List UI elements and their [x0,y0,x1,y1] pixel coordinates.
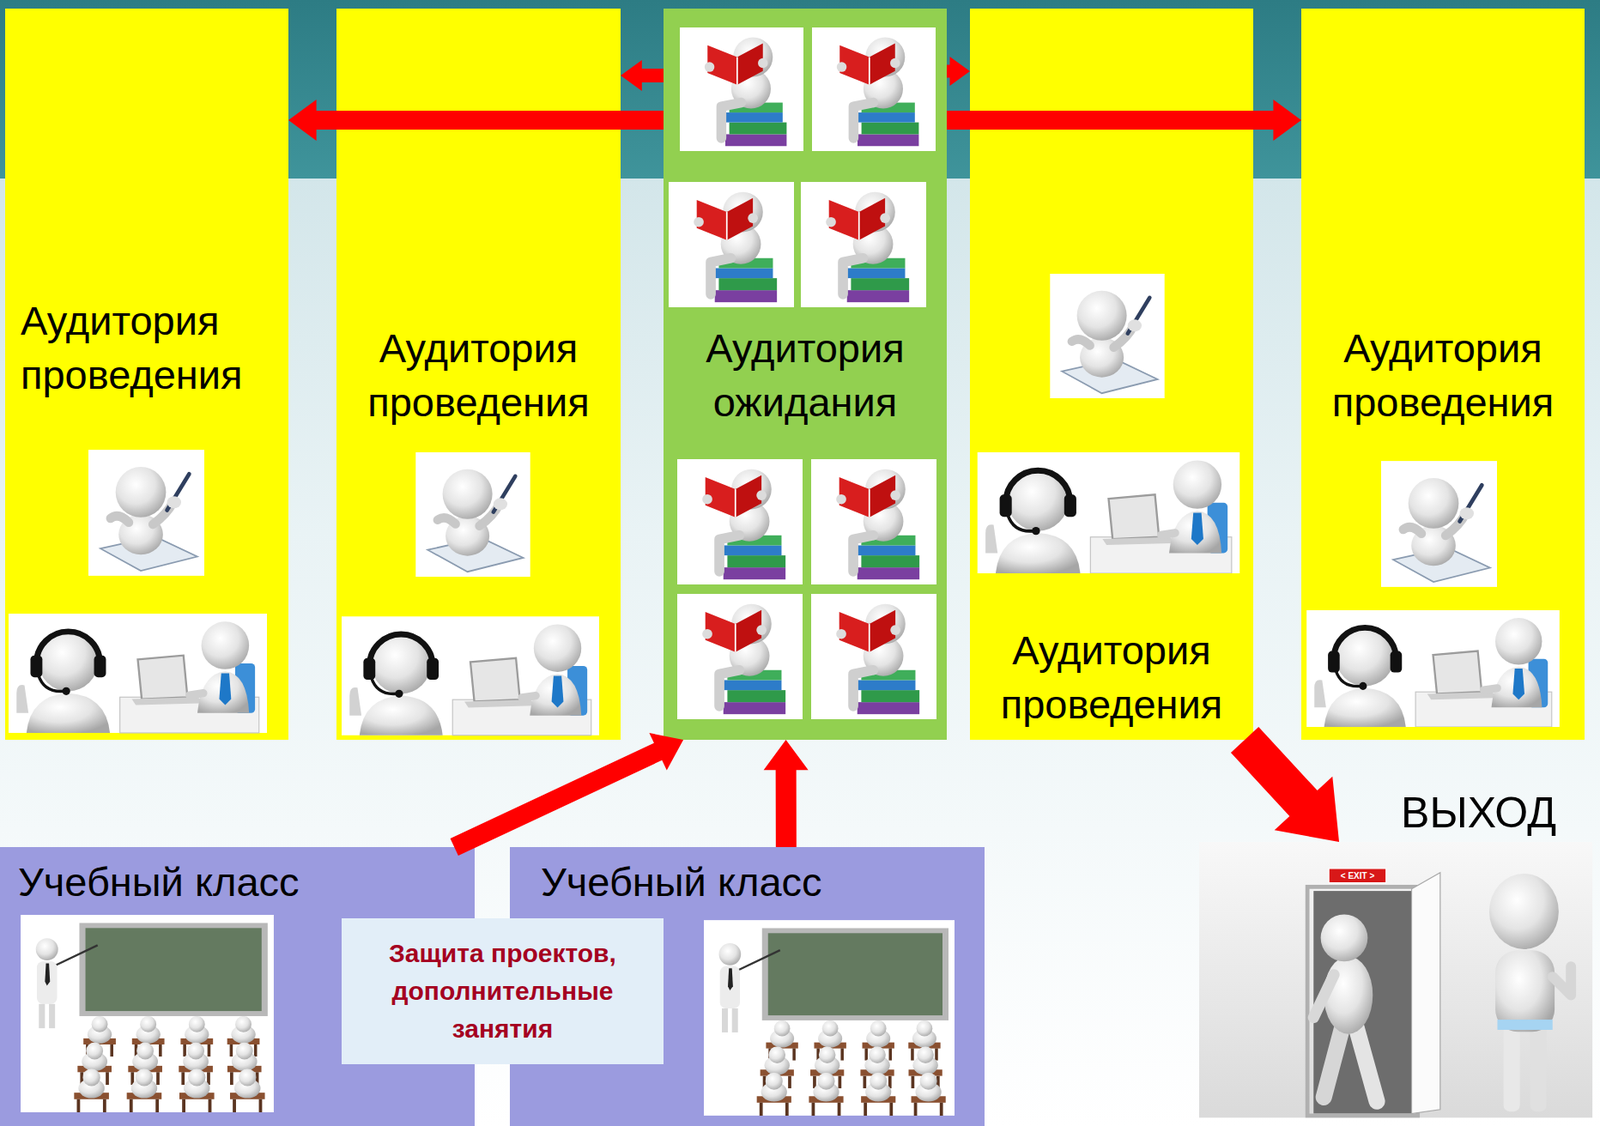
reader-figure [677,593,803,720]
node-label: Аудитория проведения [20,293,284,403]
reader-figure [811,459,937,585]
classroom-picture [20,915,274,1113]
reader-figure [679,27,804,152]
flow-arrow [946,56,970,86]
flow-arrow [946,99,1302,141]
reader-figure [811,593,937,720]
exam-room-column: Аудитория проведения [336,8,621,740]
thinking-figure [1049,273,1164,399]
operator-figures [341,616,600,735]
reader-figure [812,27,936,152]
operator-figures [977,452,1241,574]
exit-box: ВЫХОД [1199,842,1593,1118]
thinking-figure [415,452,530,577]
node-label: Защита проектов, дополнительные занятия [350,934,655,1049]
classroom-pictures [20,915,955,1116]
reader-figure [668,181,794,308]
thinking-figure [88,449,205,576]
exam-room-column: Аудитория проведения [1301,8,1585,740]
reader-figure [800,181,927,308]
operator-figures [8,613,267,734]
node-label: Учебный класс [18,858,470,907]
reader-figure [677,459,803,585]
node-label: Аудитория проведения [1306,321,1580,431]
exam-room-column: Аудитория проведения [969,8,1254,740]
note-box: Защита проектов, дополнительные занятия [341,918,664,1065]
flow-arrow [620,60,664,91]
node-label: Учебный класс [540,858,980,907]
waiting-room-column: Аудитория ожидания [663,8,947,740]
classroom-picture [703,920,955,1116]
flow-arrow [450,733,685,856]
exam-room-column: Аудитория проведения [5,8,289,740]
node-label: ВЫХОД [1204,788,1557,839]
node-label: Аудитория ожидания [668,321,942,431]
flow-arrow [1230,727,1340,843]
column-icons [8,273,1560,736]
flow-arrow [288,99,664,141]
thinking-figure [1381,460,1497,588]
operator-figures [1306,610,1560,728]
exit-picture [1199,842,1593,1118]
flow-arrow [763,739,809,848]
waiting-readers [668,27,937,720]
node-label: Аудитория проведения [975,623,1249,733]
sign-text: < EXIT > [1340,872,1375,881]
node-label: Аудитория проведения [341,321,616,431]
